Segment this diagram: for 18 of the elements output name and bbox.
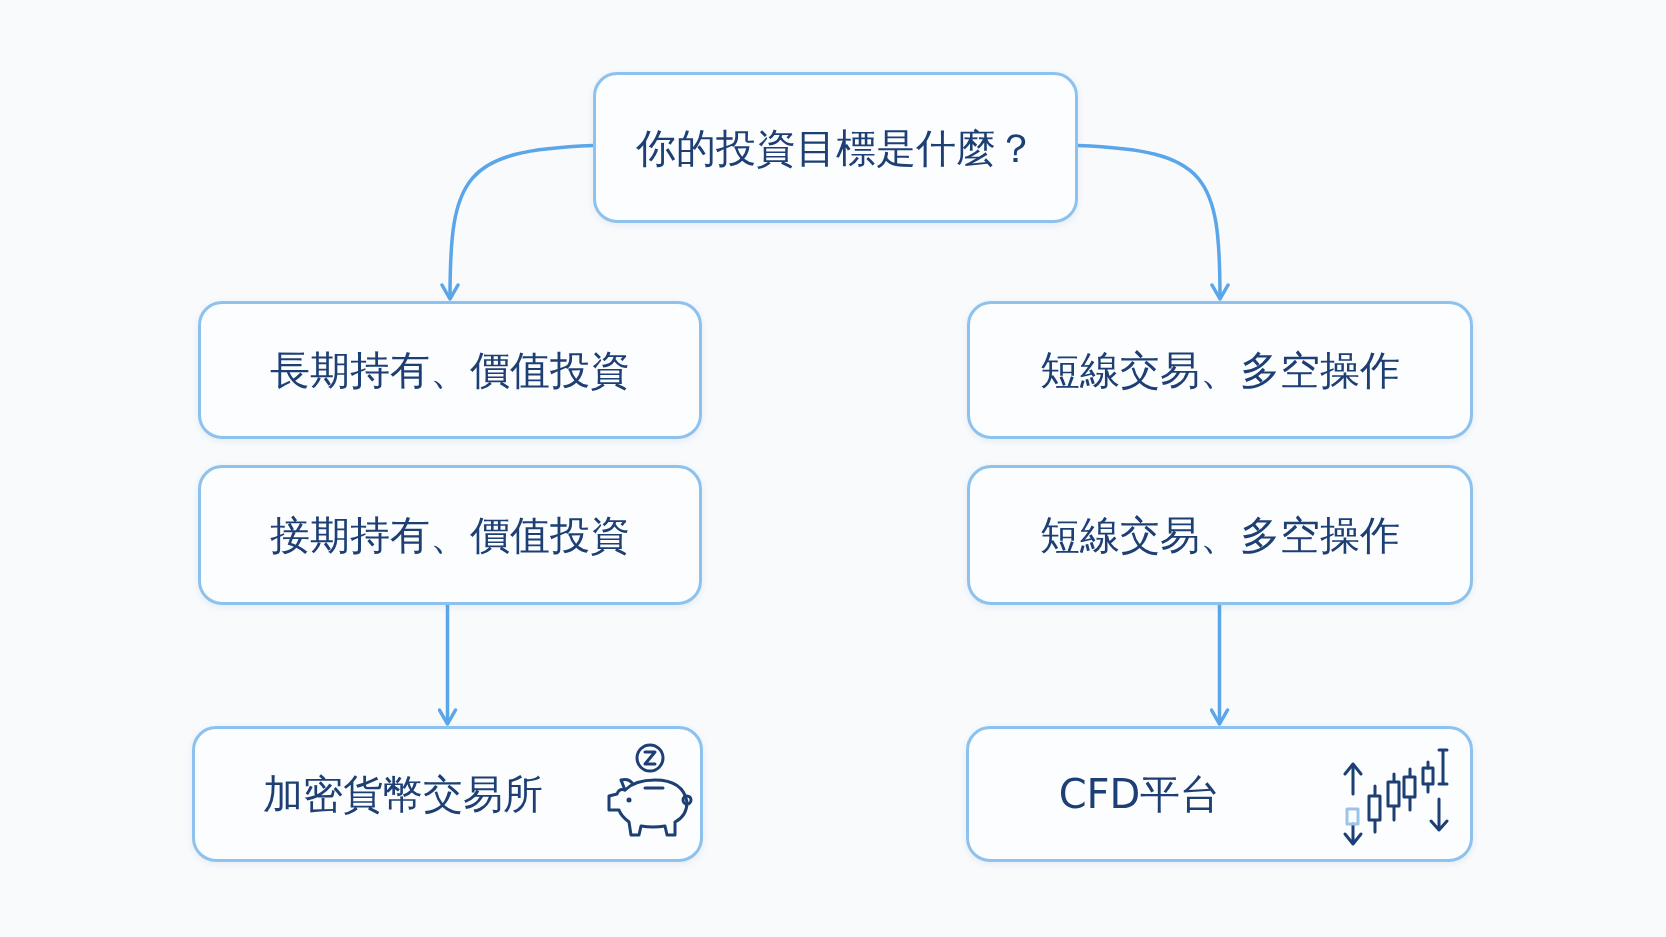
process-box	[593, 72, 1078, 223]
box-label: 長期持有、價值投資	[270, 346, 630, 394]
box-label: 加密貨幣交易所	[262, 770, 543, 818]
arrow	[437, 605, 458, 726]
box-label: CFD平台	[1058, 770, 1221, 818]
process-box	[966, 726, 1473, 862]
arrow	[440, 143, 594, 301]
arrow	[1209, 605, 1230, 726]
box-label: 接期持有、價值投資	[270, 511, 630, 559]
arrow	[1077, 143, 1230, 301]
box-label: 短線交易、多空操作	[1040, 346, 1400, 394]
process-box	[198, 465, 702, 605]
process-box	[967, 465, 1473, 605]
box-label: 你的投資目標是什麼？	[635, 123, 1036, 172]
process-box	[192, 726, 703, 862]
process-box	[967, 301, 1473, 439]
box-label: 短線交易、多空操作	[1040, 511, 1400, 559]
process-box	[198, 301, 702, 439]
